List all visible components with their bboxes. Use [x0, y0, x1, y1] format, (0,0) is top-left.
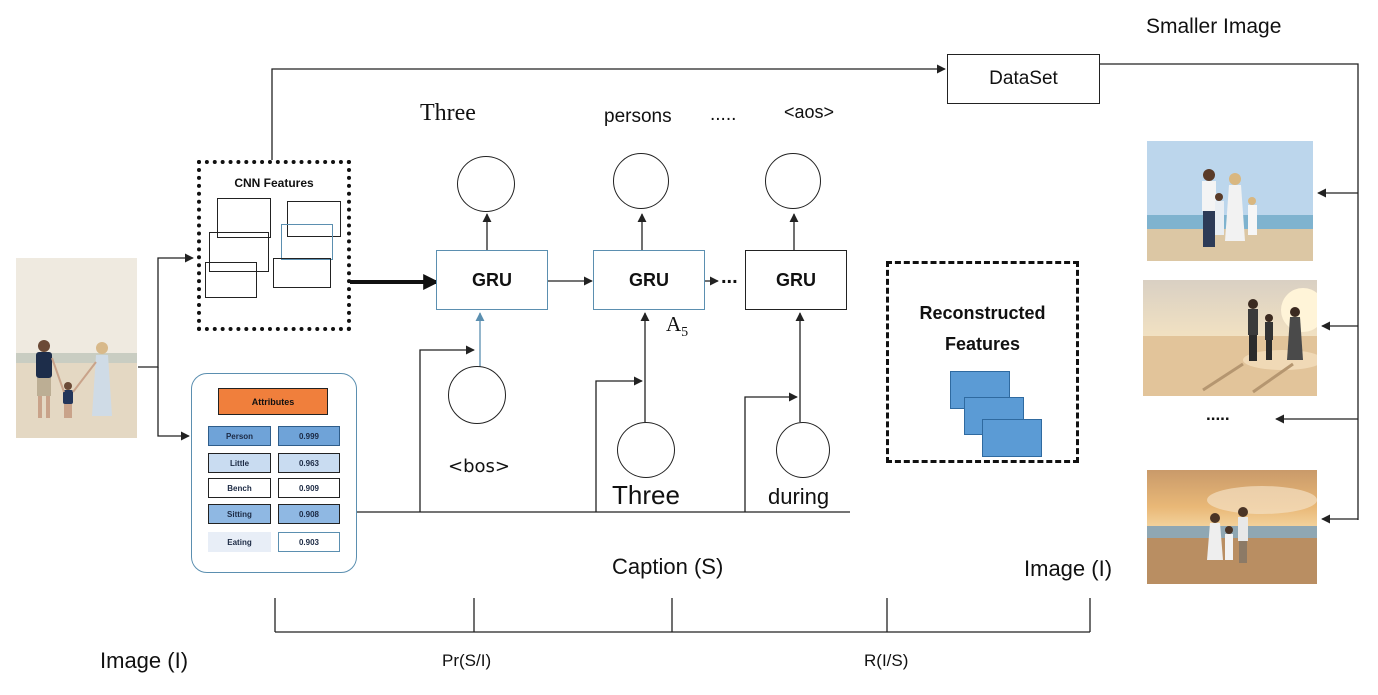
- a5-subscript: 5: [681, 325, 689, 341]
- thumbnail-ellipsis: .....: [1206, 405, 1230, 424]
- thumbnail-photo-3: [1147, 470, 1317, 584]
- pr-si-label: Pr(S/I): [442, 651, 492, 670]
- attribute-value: 0.999: [278, 426, 340, 446]
- output-node-1: [457, 156, 515, 212]
- input-word-3: during: [768, 484, 830, 509]
- attributes-panel: Attributes Person 0.999 Little 0.963 Ben…: [191, 373, 357, 573]
- attribute-row: Bench 0.909: [208, 478, 342, 500]
- input-node-1: [448, 366, 506, 424]
- gru-cell-3: GRU: [745, 250, 847, 310]
- attribute-name: Person: [208, 426, 271, 446]
- input-word-1: <bos>: [448, 456, 510, 477]
- output-word-3: <aos>: [784, 102, 835, 122]
- a5-annotation: A5: [666, 312, 688, 341]
- attribute-name: Little: [208, 453, 271, 473]
- image-i-label-right: Image (I): [1024, 556, 1113, 581]
- attribute-value: 0.963: [278, 453, 340, 473]
- feature-region-5: [273, 258, 331, 288]
- output-word-2: persons: [604, 106, 672, 127]
- attribute-value: 0.909: [278, 478, 340, 498]
- attribute-row: Eating 0.903: [208, 532, 342, 554]
- input-node-2: [617, 422, 675, 478]
- feature-region-2: [287, 201, 341, 237]
- attribute-row: Person 0.999: [208, 426, 342, 448]
- caption-s-label: Caption (S): [612, 554, 724, 579]
- attribute-value: 0.908: [278, 504, 340, 524]
- feature-sheet-3: [982, 419, 1042, 457]
- feature-region-4: [209, 232, 269, 272]
- a5-letter: A: [666, 312, 682, 336]
- attribute-row: Little 0.963: [208, 453, 342, 475]
- cnn-features-box: CNN Features: [197, 160, 351, 331]
- image-i-label-bottom: Image (I): [100, 648, 189, 673]
- output-node-3: [765, 153, 821, 209]
- gru-cell-2: GRU: [593, 250, 705, 310]
- output-word-1: Three: [420, 100, 476, 126]
- output-ellipsis: .....: [710, 104, 737, 125]
- feature-region-3: [281, 224, 333, 260]
- thumbnail-photo-1: [1147, 141, 1313, 261]
- attributes-header: Attributes: [218, 388, 328, 415]
- attribute-name: Bench: [208, 478, 271, 498]
- smaller-image-label: Smaller Image: [1146, 15, 1282, 38]
- gru-cell-1: GRU: [436, 250, 548, 310]
- input-photo-family-beach: [16, 258, 137, 438]
- attribute-value: 0.903: [278, 532, 340, 552]
- reconstructed-features-box: Reconstructed Features: [886, 261, 1079, 463]
- cnn-features-label: CNN Features: [234, 176, 314, 190]
- feature-region-1: [217, 198, 271, 238]
- input-node-3: [776, 422, 830, 478]
- attribute-name: Eating: [208, 532, 271, 552]
- output-node-2: [613, 153, 669, 209]
- input-word-2: Three: [612, 480, 680, 510]
- dataset-box: DataSet: [947, 54, 1100, 104]
- attribute-row: Sitting 0.908: [208, 504, 342, 526]
- reconstructed-label-line2: Features: [944, 334, 1021, 354]
- attribute-name: Sitting: [208, 504, 271, 524]
- r-is-label: R(I/S): [864, 651, 909, 670]
- gru-ellipsis: ...: [721, 266, 738, 288]
- feature-region-6: [205, 262, 257, 298]
- thumbnail-photo-2: [1143, 280, 1317, 396]
- reconstructed-label-line1: Reconstructed: [919, 303, 1046, 323]
